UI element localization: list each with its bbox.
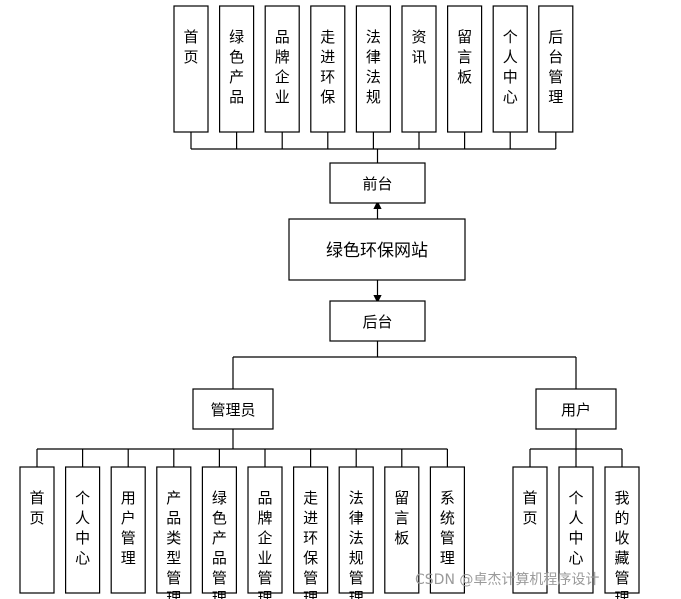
admin-item-label: 首页: [29, 489, 44, 527]
front-item-box: [538, 5, 574, 133]
back-node-label: 后台: [362, 313, 392, 331]
front-item-box: [219, 5, 255, 133]
front-item-label: 资讯: [411, 28, 426, 66]
admin-item-box: [156, 466, 192, 594]
admin-item-box: [110, 466, 146, 594]
connector-lines: [36, 132, 623, 467]
front-item-label: 绿色产品: [229, 28, 244, 106]
admin-item-box: [64, 466, 101, 594]
front-item-label: 留言板: [457, 28, 472, 86]
admin-item-label: 走进环保管理: [303, 489, 318, 599]
front-node-label: 前台: [362, 175, 392, 193]
admin-item-label: 系统管理: [440, 489, 455, 567]
front-item-label: 法律法规: [366, 28, 381, 106]
admin-item-box: [19, 466, 55, 594]
front-item-box: [173, 5, 209, 133]
admin-item-label: 个人中心: [75, 489, 90, 567]
front-node-box: [329, 162, 426, 204]
user-leaf-group: 首页 个人中心 我的收藏管理: [512, 466, 640, 599]
admin-item-box: [384, 466, 420, 594]
center-node-label: 绿色环保网站: [326, 241, 428, 261]
admin-item-box: [338, 466, 374, 594]
admin-leaf-group: 首页 个人中心 用户管理 产品类型管理 绿色产品管理 品牌企业管理 走进环保管理 法律法规管理…: [19, 466, 465, 599]
admin-item-label: 产品类型管理: [166, 489, 181, 599]
center-node-box: [288, 218, 466, 281]
front-item-box: [355, 5, 391, 133]
front-item-label: 后台管理: [548, 28, 563, 106]
user-item-label: 首页: [522, 489, 537, 527]
user-node-box: [535, 388, 617, 430]
front-item-label: 品牌企业: [275, 28, 290, 106]
user-item-label: 个人中心: [568, 489, 583, 567]
admin-item-label: 品牌企业管理: [257, 489, 272, 599]
front-item-box: [492, 5, 528, 133]
user-node-label: 用户: [561, 401, 591, 419]
admin-node-label: 管理员: [210, 401, 255, 419]
admin-item-box: [429, 466, 465, 594]
admin-item-label: 绿色产品管理: [212, 489, 227, 599]
user-item-box: [604, 466, 640, 594]
front-item-label: 个人中心: [503, 28, 518, 106]
back-node-box: [329, 300, 426, 342]
user-item-box: [558, 466, 594, 594]
admin-item-box: [201, 466, 237, 594]
admin-item-label: 法律法规管理: [349, 489, 364, 599]
front-item-label: 首页: [183, 28, 198, 66]
admin-item-box: [293, 466, 329, 594]
admin-item-label: 用户管理: [121, 489, 136, 567]
watermark: CSDN @卓杰计算机程序设计: [415, 572, 599, 588]
admin-node-box: [192, 388, 274, 430]
front-item-label: 走进环保: [320, 28, 335, 106]
user-item-label: 我的收藏管理: [614, 489, 629, 599]
front-item-box: [310, 5, 346, 133]
front-item-box: [447, 5, 483, 133]
front-item-box: [401, 5, 437, 133]
front-leaf-group: 首页 绿色产品 品牌企业 走进环保 法律法规 资讯 留言板 个人中心 后台管理: [173, 5, 574, 133]
user-item-box: [512, 466, 548, 594]
admin-item-box: [247, 466, 283, 594]
front-item-box: [264, 5, 300, 133]
admin-item-label: 留言板: [394, 489, 409, 547]
